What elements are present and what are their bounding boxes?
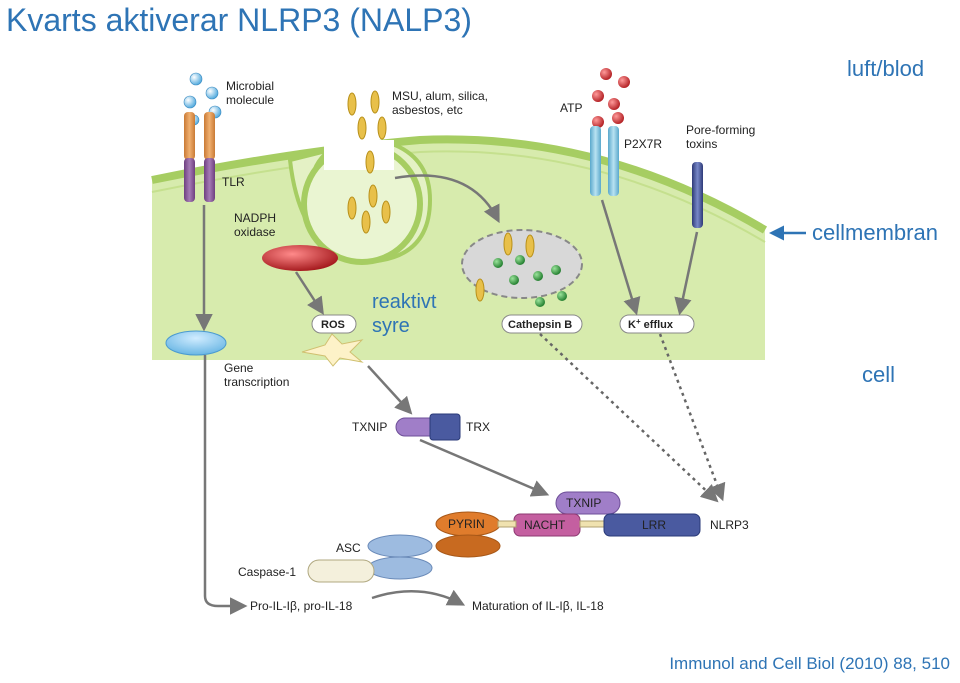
atp-molecules [592,68,630,128]
asc-label: ASC [336,541,361,555]
particles-label: MSU, alum, silica,asbestos, etc [392,89,488,117]
nlrp3-label: NLRP3 [710,518,749,532]
txnip-label: TXNIP [352,420,387,434]
caspase1-box [307,559,375,583]
ros-label: ROS [321,319,345,331]
nadph-oxidase [262,245,338,271]
citation: Immunol and Cell Biol (2010) 88, 510 [669,654,950,673]
ros-burst [301,333,364,367]
k-efflux-pill [619,314,695,334]
reactive-oxygen-label: reaktivt syre [372,290,436,338]
maturation-label: Maturation of IL-Iβ, IL-18 [472,599,604,613]
tlr-label: TLR [222,175,245,189]
nacht-label: NACHT [524,518,566,532]
ros-pill [311,314,357,334]
cathepsin-b-pill [501,314,583,334]
txnip-bound-box [555,491,621,515]
cathepsin-b-label: Cathepsin B [508,319,572,331]
txnip-bound-label: TXNIP [566,496,601,510]
asc-lower [367,556,433,580]
membrane-edge [151,135,768,234]
cell-membrane-label: cellmembran [812,220,938,245]
tlr-receptor [184,112,215,202]
lrr-domain [603,513,701,537]
air-blood-label: luft/blod [847,56,925,81]
caspase1-label: Caspase-1 [238,565,296,579]
pore-forming-toxin [692,162,703,228]
transcription-factor [165,330,227,356]
reactive-oxygen-line-2: syre [372,315,410,337]
trx-label: TRX [466,420,490,434]
atp-label: ATP [560,101,582,115]
pro-il-label: Pro-IL-Iβ, pro-IL-18 [250,599,353,613]
asc-upper [367,534,433,558]
cell-label: cell [862,362,896,387]
pyrin-label: PYRIN [448,517,485,531]
p2x7r-receptor [590,126,619,196]
crystal-particles [347,90,391,234]
slide-title: Kvarts aktiverar NLRP3 (NALP3) [6,2,472,38]
lrr-label: LRR [642,518,666,532]
trx-box [429,413,461,441]
pyrin-lower [435,534,501,558]
p2x7r-label: P2X7R [624,137,662,151]
cathepsin-b-dots [493,255,567,307]
reactive-oxygen-line-1: reaktivt [372,291,437,313]
k-efflux-label: K+ efflux [628,317,674,331]
